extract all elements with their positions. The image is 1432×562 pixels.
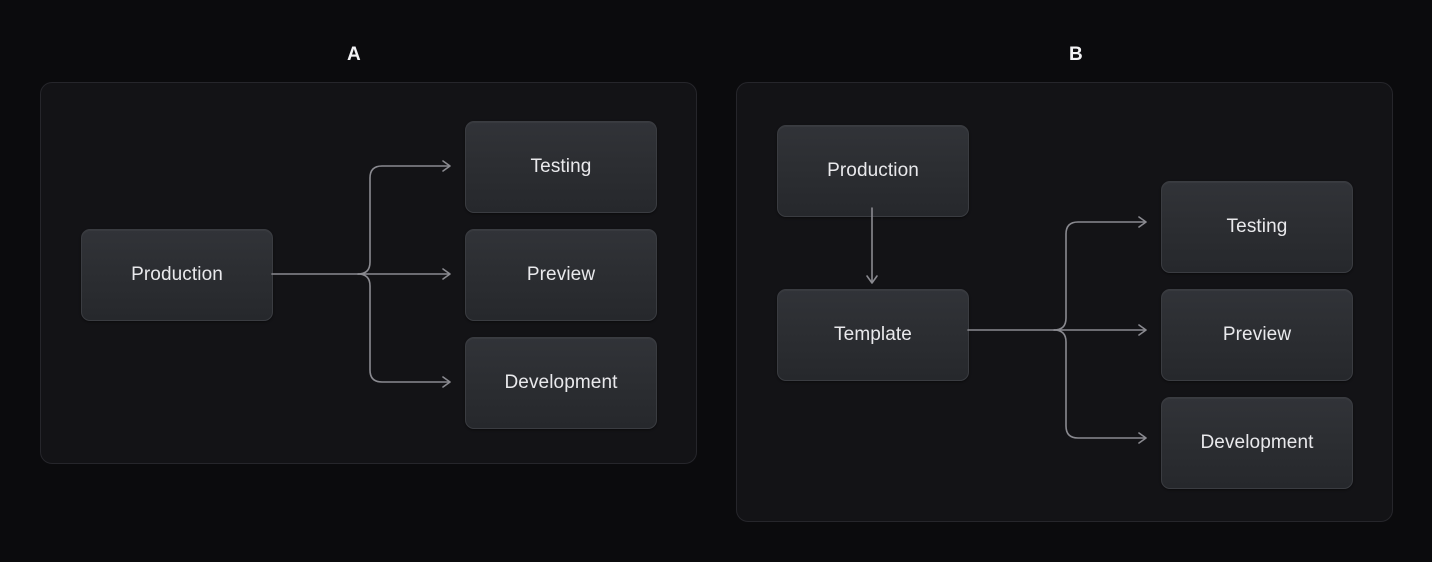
node-label: Development xyxy=(1200,432,1314,453)
panel-b-title: B xyxy=(1069,44,1083,65)
node-label: Production xyxy=(131,264,223,285)
node-label: Preview xyxy=(526,264,596,285)
node-label: Template xyxy=(834,324,912,345)
panel-a: Production Testing Preview Development xyxy=(40,82,697,464)
node-label: Preview xyxy=(1222,324,1292,345)
node-label: Testing xyxy=(1226,216,1288,237)
node-b-preview[interactable]: Preview xyxy=(1161,289,1353,381)
node-a-preview[interactable]: Preview xyxy=(465,229,657,321)
node-a-testing[interactable]: Testing xyxy=(465,121,657,213)
node-b-testing[interactable]: Testing xyxy=(1161,181,1353,273)
panel-a-title: A xyxy=(347,44,361,65)
node-b-development[interactable]: Development xyxy=(1161,397,1353,489)
node-a-development[interactable]: Development xyxy=(465,337,657,429)
node-label: Testing xyxy=(530,156,592,177)
panel-b: Production Template Testing Preview Deve… xyxy=(736,82,1393,522)
node-b-production[interactable]: Production xyxy=(777,125,969,217)
node-label: Production xyxy=(827,160,919,181)
node-label: Development xyxy=(504,372,618,393)
node-b-template[interactable]: Template xyxy=(777,289,969,381)
node-a-production[interactable]: Production xyxy=(81,229,273,321)
